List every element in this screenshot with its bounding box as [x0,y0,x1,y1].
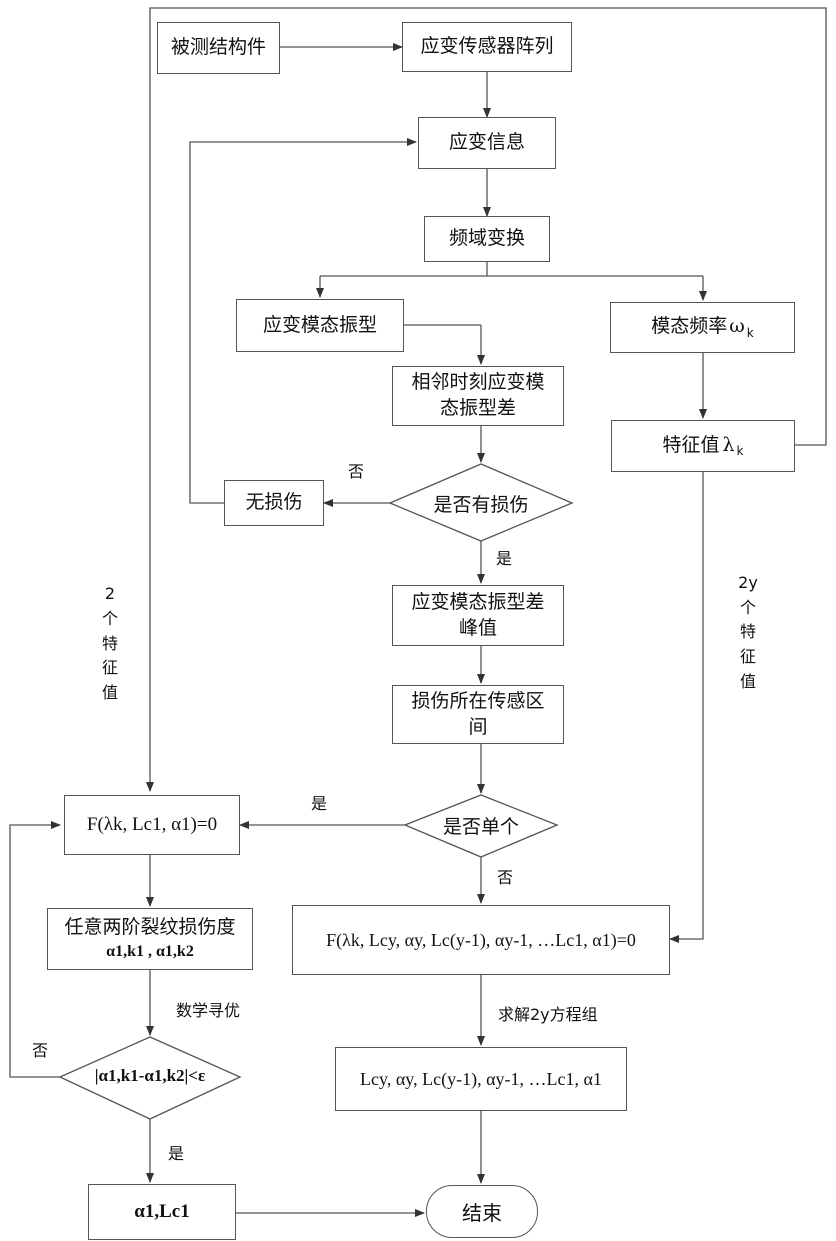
strain-info-box: 应变信息 [418,117,556,169]
modal-freq-label: 模态频率ωk [651,314,753,341]
no-damage-box: 无损伤 [224,480,324,526]
result-box: α1,Lc1 [88,1184,236,1240]
strain-mode-shape-label: 应变模态振型 [263,313,377,339]
strain-mode-shape-box: 应变模态振型 [236,299,404,352]
crack-line2: α1,k1 , α1,k2 [106,941,194,963]
two-y-eigen-vertical-label: 2y 个特征值 [728,570,768,695]
no-cond-edge-label: 否 [32,1037,48,1061]
sensor-array-box: 应变传感器阵列 [402,22,572,72]
modal-freq-box: 模态频率ωk [610,302,795,353]
two-eigen-vertical-label: 2个特征值 [98,582,122,706]
yes-single-edge-label: 是 [311,790,327,814]
no-single-edge-label: 否 [497,864,513,888]
solution-set-box: Lcy, αy, Lc(y-1), αy-1, …Lc1, α1 [335,1047,627,1111]
adj-diff-box: 相邻时刻应变模 态振型差 [392,366,564,426]
crack-line1: 任意两阶裂纹损伤度 [64,915,235,941]
no-damage-label: 无损伤 [245,490,302,516]
structure-label: 被测结构件 [171,35,266,61]
interval-box: 损伤所在传感区 间 [392,685,564,744]
yes-cond-edge-label: 是 [168,1140,184,1164]
single-equation-box: F(λk, Lc1, α1)=0 [64,795,240,855]
end-terminal: 结束 [426,1185,538,1238]
result-label: α1,Lc1 [134,1199,189,1225]
eigen-box: 特征值λk [611,420,795,472]
math-opt-label: 数学寻优 [176,997,240,1021]
sensor-array-label: 应变传感器阵列 [420,34,553,60]
single-equation: F(λk, Lc1, α1)=0 [87,812,217,838]
two-y-rest: 个特征值 [736,596,760,695]
convergence-label: |α1,k1-α1,k2|<ε [68,1066,232,1086]
damage-question-label: 是否有损伤 [400,490,562,517]
interval-line1: 损伤所在传感区 [411,689,544,715]
adj-diff-line1: 相邻时刻应变模 [411,370,544,396]
crack-damage-box: 任意两阶裂纹损伤度 α1,k1 , α1,k2 [47,908,253,970]
structure-box: 被测结构件 [157,22,280,74]
multi-equation: F(λk, Lcy, αy, Lc(y-1), αy-1, …Lc1, α1)=… [326,928,636,952]
solve-eq-label: 求解2y方程组 [498,1001,598,1025]
eigen-label: 特征值λk [662,433,743,460]
adj-diff-line2: 态振型差 [440,396,516,422]
peak-line2: 峰值 [459,616,497,642]
yes-damage-edge-label: 是 [496,545,512,569]
peak-box: 应变模态振型差 峰值 [392,585,564,646]
multi-equation-box: F(λk, Lcy, αy, Lc(y-1), αy-1, …Lc1, α1)=… [292,905,670,975]
end-label: 结束 [462,1197,502,1226]
no-damage-edge-label: 否 [348,458,364,482]
two-y-number: 2y [728,570,768,596]
solution-set: Lcy, αy, Lc(y-1), αy-1, …Lc1, α1 [360,1067,602,1091]
strain-info-label: 应变信息 [449,130,525,156]
interval-line2: 间 [468,715,487,741]
single-question-label: 是否单个 [405,812,557,839]
freq-transform-label: 频域变换 [449,226,525,252]
peak-line1: 应变模态振型差 [411,590,544,616]
freq-transform-box: 频域变换 [424,216,550,262]
